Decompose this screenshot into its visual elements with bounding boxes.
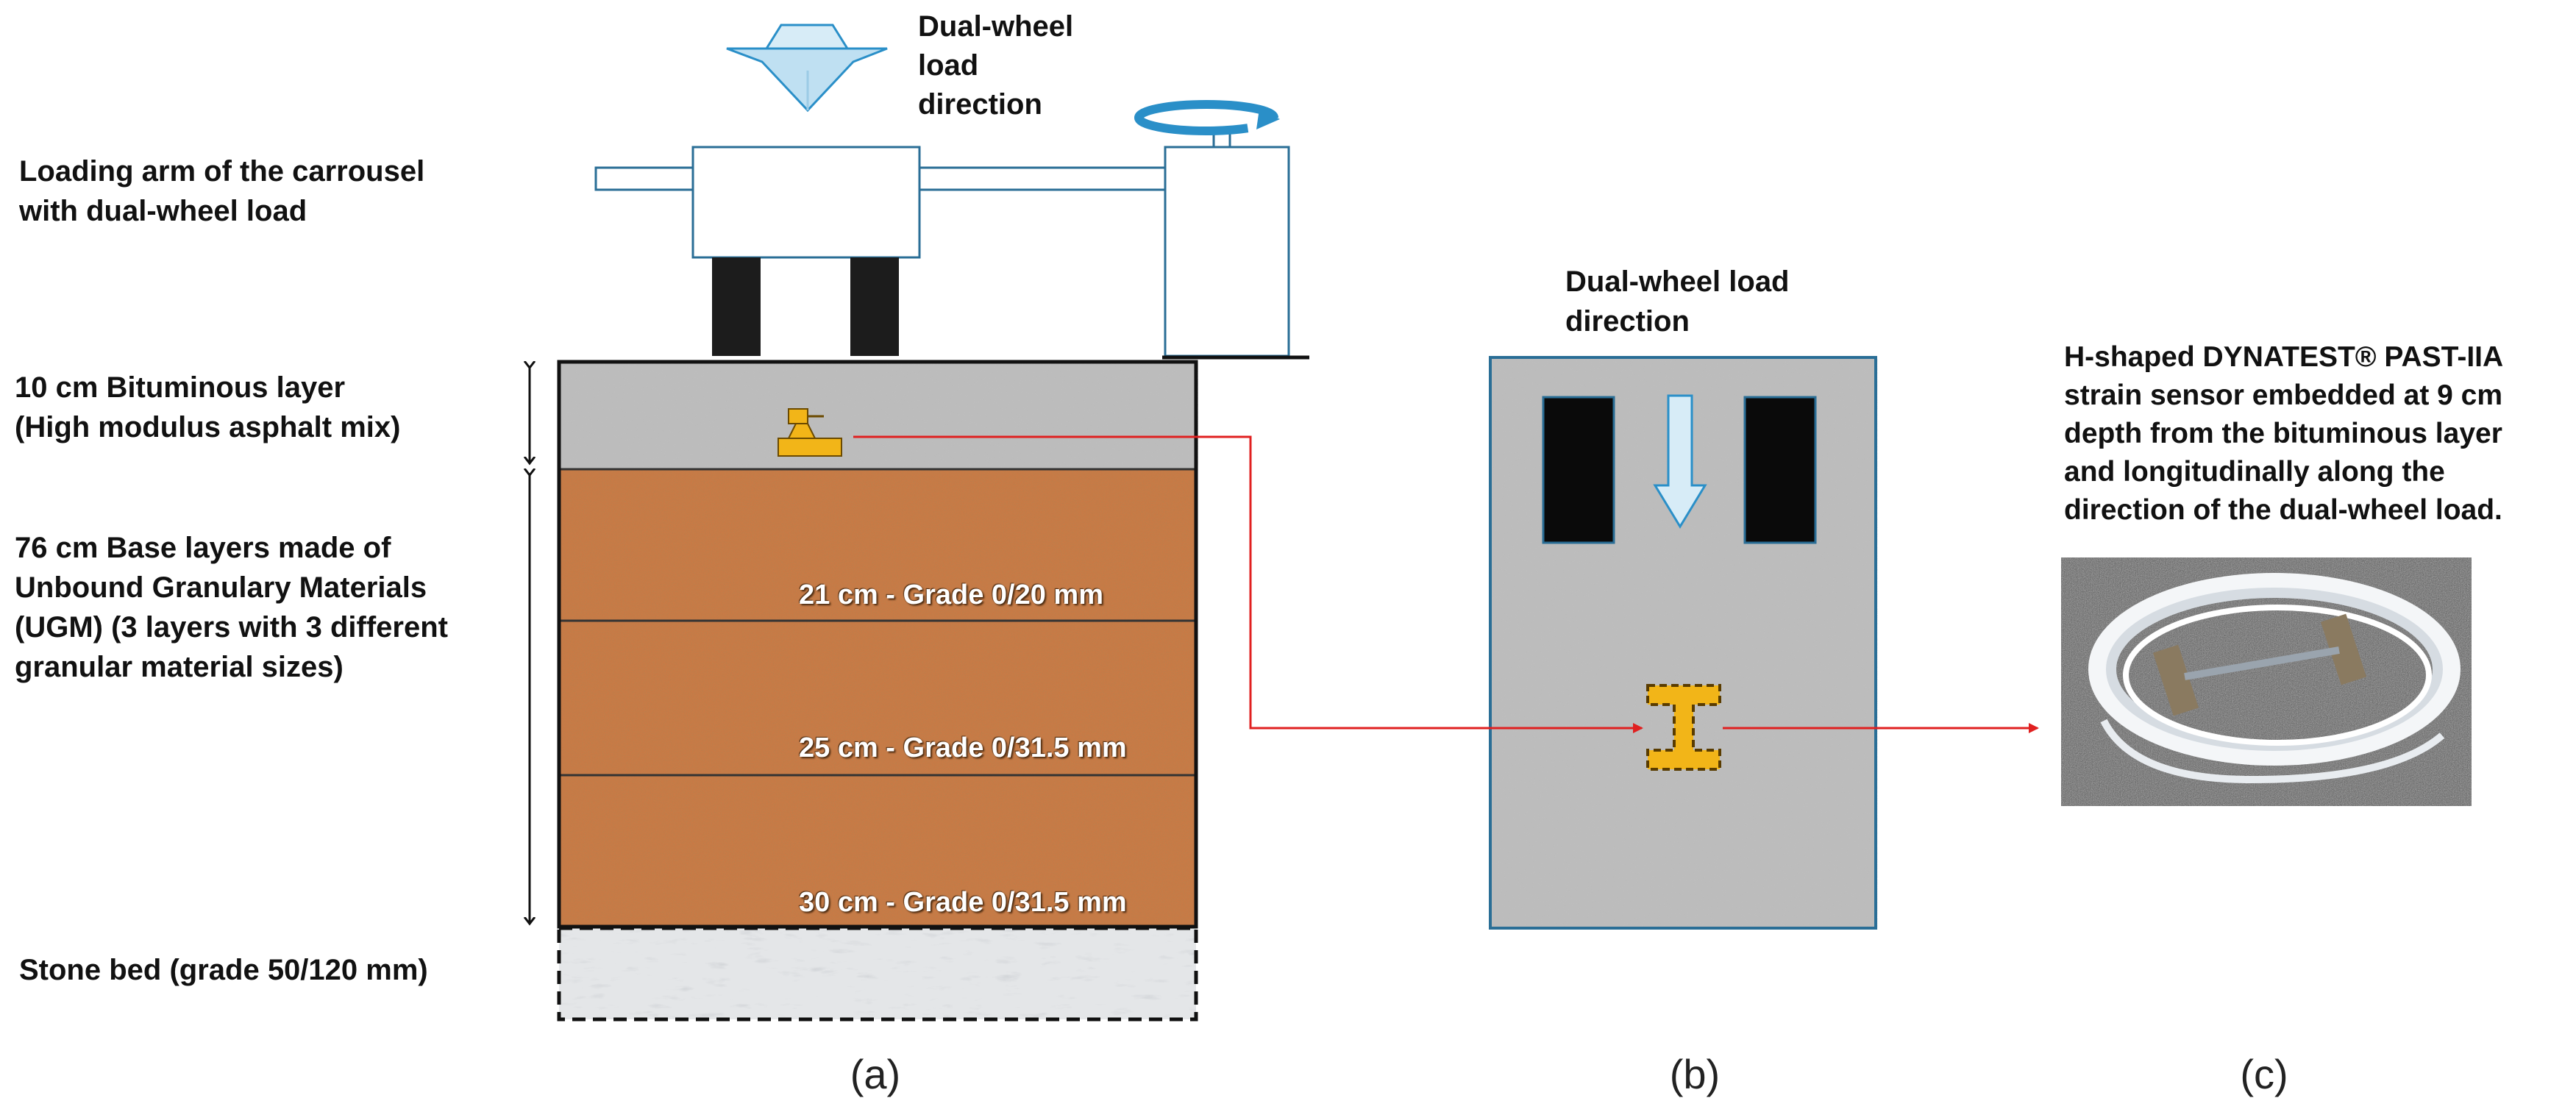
loading-arm-label: Loading arm of the carrousel with dual-w… [19, 155, 425, 227]
ugm-layers [559, 469, 1196, 927]
load-direction-label-b: Dual-wheel load direction [1565, 265, 1790, 338]
sensor-description: H-shaped DYNATEST® PAST-IIA strain senso… [2064, 341, 2504, 526]
sublayer-label-3: 30 cm - Grade 0/31.5 mm [799, 887, 1127, 918]
wheel-right [1743, 396, 1817, 544]
caption-b: (b) [1669, 1051, 1721, 1097]
bituminous-layer-label: 10 cm Bituminous layer (High modulus asp… [15, 371, 401, 443]
stone-bed-label: Stone bed (grade 50/120 mm) [19, 954, 428, 986]
stone-bed-layer [557, 926, 1198, 1022]
strain-sensor-plan-icon [1646, 684, 1721, 771]
strain-sensor-side-icon [778, 408, 842, 457]
rotation-arrow-icon [1134, 100, 1280, 135]
load-direction-arrow [726, 24, 888, 113]
panel-a [530, 24, 1309, 1022]
panel-b [1489, 356, 1878, 930]
bituminous-layer [559, 362, 1198, 471]
sensor-photo [2061, 557, 2472, 806]
panel-c [2061, 557, 2472, 806]
caption-c: (c) [2240, 1051, 2288, 1097]
base-layers-label: 76 cm Base layers made of Unbound Granul… [15, 532, 448, 683]
caption-a: (a) [850, 1051, 901, 1097]
wheel-left [1542, 396, 1615, 544]
load-direction-down-arrow [1653, 394, 1707, 529]
sublayer-label-1: 21 cm - Grade 0/20 mm [799, 580, 1103, 610]
sublayer-label-2: 25 cm - Grade 0/31.5 mm [799, 733, 1127, 763]
carrousel-loading-arm [594, 131, 1290, 357]
connector-lines [853, 435, 2039, 733]
load-direction-label-a: Dual-wheel load direction [918, 10, 1074, 121]
